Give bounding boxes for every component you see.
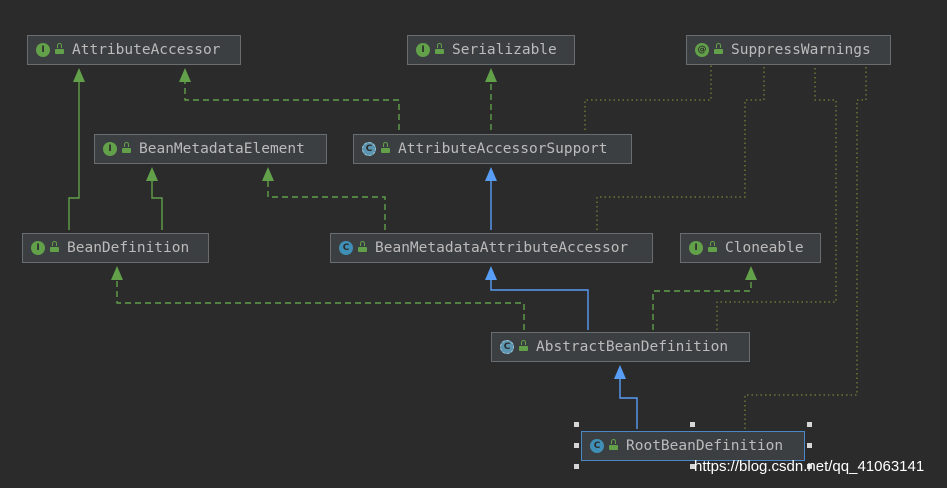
annotation-edges bbox=[584, 65, 867, 429]
lock-icon bbox=[609, 439, 618, 450]
selection-handle-bottom-right[interactable] bbox=[807, 464, 812, 469]
node-root-bean-definition[interactable]: C RootBeanDefinition bbox=[581, 431, 805, 461]
class-icon: C bbox=[339, 241, 353, 255]
edge-abstractbeandefinition-beandefinition bbox=[116, 280, 525, 330]
node-label: BeanDefinition bbox=[67, 240, 190, 256]
arrowhead-beanmetadataelement-right bbox=[262, 167, 274, 181]
node-bean-definition[interactable]: I BeanDefinition bbox=[22, 233, 209, 263]
arrowhead-attributeaccessor-left bbox=[73, 68, 85, 82]
arrowhead-attributeaccessorsupport bbox=[485, 167, 497, 181]
selection-handle-top-middle[interactable] bbox=[690, 422, 695, 427]
selection-handle-top-right[interactable] bbox=[807, 422, 812, 427]
interface-icon: I bbox=[31, 241, 45, 255]
node-label: AttributeAccessor bbox=[72, 42, 221, 58]
watermark-text: https://blog.csdn.net/qq_41063141 bbox=[694, 458, 925, 475]
edge-abstractbeandefinition-suppresswarnings bbox=[716, 65, 837, 330]
interface-icon: I bbox=[103, 142, 117, 156]
arrowhead-beandefinition bbox=[111, 266, 123, 280]
lock-icon bbox=[435, 43, 444, 54]
node-serializable[interactable]: I Serializable bbox=[407, 35, 575, 65]
edge-abstractbeandefinition-cloneable bbox=[652, 280, 752, 330]
arrowhead-attributeaccessor-right bbox=[179, 68, 191, 82]
implements-edges bbox=[116, 82, 752, 330]
node-label: BeanMetadataAttributeAccessor bbox=[375, 240, 629, 256]
abstract-class-icon: C bbox=[500, 340, 514, 354]
interface-extends-edges bbox=[68, 82, 163, 230]
lock-icon bbox=[519, 340, 528, 351]
arrowheads bbox=[73, 68, 757, 379]
lock-icon bbox=[381, 142, 390, 153]
node-label: Serializable bbox=[452, 42, 557, 58]
node-label: RootBeanDefinition bbox=[626, 438, 784, 454]
arrowhead-beanmetadataelement-left bbox=[146, 167, 158, 181]
selection-handle-middle-right[interactable] bbox=[807, 443, 812, 448]
edge-rootbeandefinition-abstractbeandefinition bbox=[619, 379, 638, 429]
selection-handle-top-left[interactable] bbox=[574, 422, 579, 427]
abstract-class-icon: C bbox=[362, 142, 376, 156]
arrowhead-abstractbeandefinition bbox=[614, 365, 626, 379]
extends-edges bbox=[490, 181, 638, 429]
edge-beanmetadataattributeaccessor-beanmetadataelement bbox=[267, 181, 386, 230]
node-attribute-accessor-support[interactable]: C AttributeAccessorSupport bbox=[353, 134, 632, 164]
edge-beandefinition-beanmetadataelement bbox=[151, 181, 163, 230]
node-label: AttributeAccessorSupport bbox=[398, 141, 608, 157]
annotation-icon: @ bbox=[695, 43, 709, 57]
edge-beanmetadataattributeaccessor-suppresswarnings bbox=[596, 65, 765, 230]
edge-beandefinition-attributeaccessor bbox=[68, 82, 80, 230]
class-icon: C bbox=[590, 439, 604, 453]
interface-icon: I bbox=[416, 43, 430, 57]
interface-icon: I bbox=[689, 241, 703, 255]
node-attribute-accessor[interactable]: I AttributeAccessor bbox=[27, 35, 241, 65]
selection-handle-middle-left[interactable] bbox=[574, 443, 579, 448]
arrowhead-beanmetadataattributeaccessor bbox=[485, 266, 497, 280]
node-bean-metadata-attribute-accessor[interactable]: C BeanMetadataAttributeAccessor bbox=[330, 233, 653, 263]
arrowhead-serializable bbox=[485, 68, 497, 82]
lock-icon bbox=[55, 43, 64, 54]
interface-icon: I bbox=[36, 43, 50, 57]
node-abstract-bean-definition[interactable]: C AbstractBeanDefinition bbox=[491, 332, 750, 362]
node-suppress-warnings[interactable]: @ SuppressWarnings bbox=[686, 35, 891, 65]
lock-icon bbox=[708, 241, 717, 252]
edge-rootbeandefinition-suppresswarnings bbox=[744, 65, 867, 429]
node-cloneable[interactable]: I Cloneable bbox=[680, 233, 821, 263]
node-bean-metadata-element[interactable]: I BeanMetadataElement bbox=[94, 134, 327, 164]
lock-icon bbox=[50, 241, 59, 252]
arrowhead-cloneable bbox=[745, 266, 757, 280]
selection-handle-bottom-left[interactable] bbox=[574, 464, 579, 469]
edge-abstractbeandefinition-beanmetadataattributeaccessor bbox=[490, 280, 589, 330]
node-label: Cloneable bbox=[725, 240, 804, 256]
lock-icon bbox=[714, 43, 723, 54]
lock-icon bbox=[122, 142, 131, 153]
selection-handle-bottom-middle[interactable] bbox=[690, 464, 695, 469]
lock-icon bbox=[358, 241, 367, 252]
node-label: BeanMetadataElement bbox=[139, 141, 305, 157]
node-label: SuppressWarnings bbox=[731, 42, 871, 58]
node-label: AbstractBeanDefinition bbox=[536, 339, 729, 355]
edge-attributeaccessorsupport-attributeaccessor bbox=[184, 82, 400, 130]
edge-attributeaccessorsupport-suppresswarnings bbox=[584, 65, 712, 130]
